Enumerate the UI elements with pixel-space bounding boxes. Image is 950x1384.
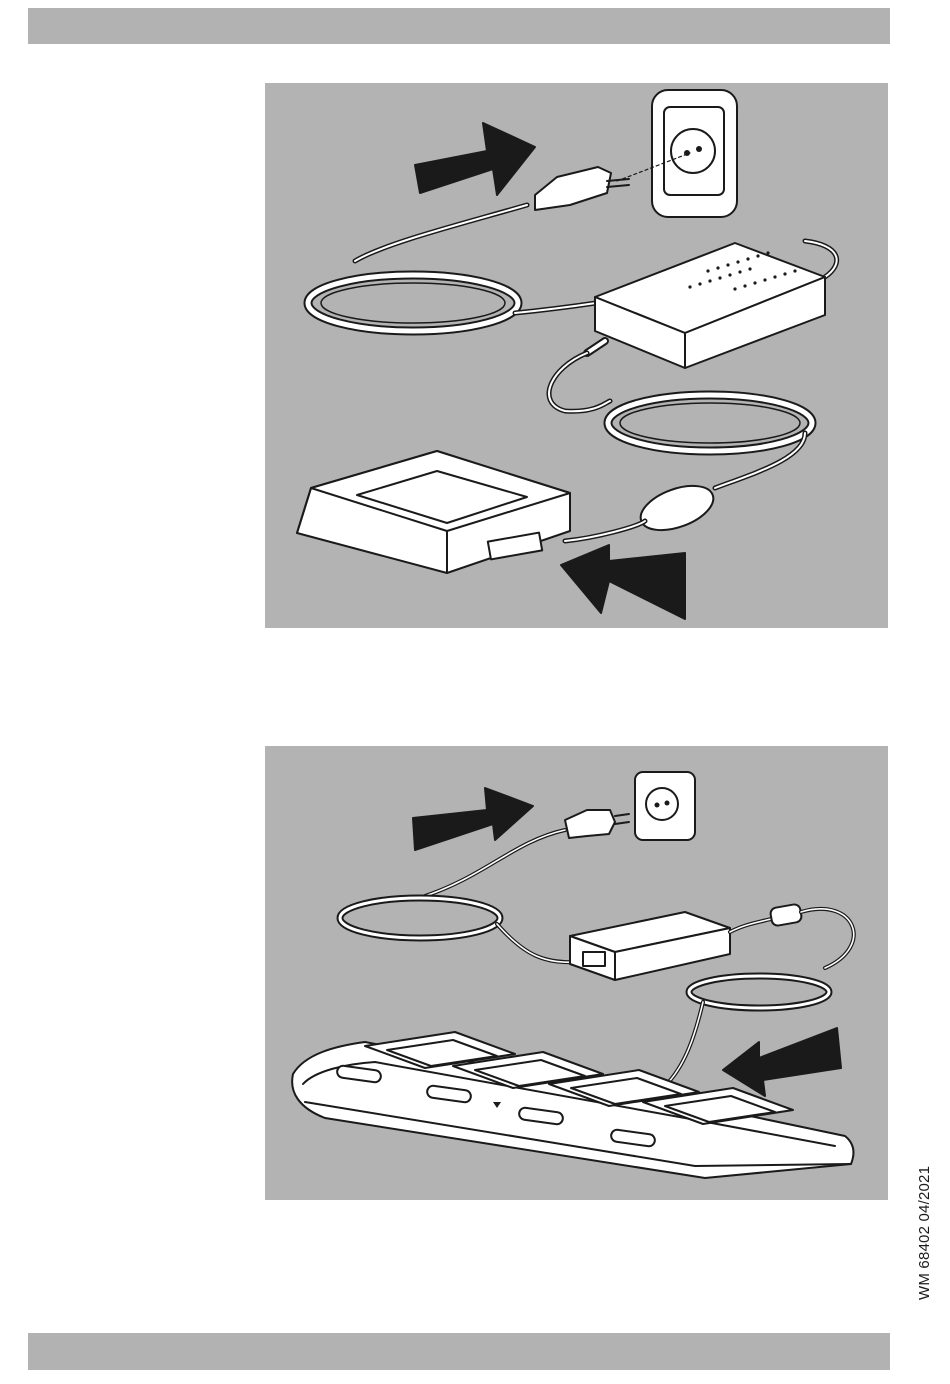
ferrite-core-icon (635, 477, 719, 539)
multi-charger-mains-connection-illustration (265, 746, 888, 1200)
arrow-icon (415, 123, 535, 195)
ferrite-core-icon (770, 904, 803, 927)
arrow-icon (723, 1028, 841, 1096)
arrow-icon (561, 545, 685, 619)
figure-single-charger (265, 83, 888, 628)
document-id: WM 68402 04/2021 (916, 1166, 933, 1300)
plug-icon (535, 167, 611, 210)
header-band (28, 8, 890, 44)
arrow-icon (413, 788, 533, 850)
single-charger-mains-connection-illustration (265, 83, 888, 628)
footer-band (28, 1333, 890, 1370)
plug-icon (565, 810, 615, 838)
figure-multi-charger (265, 746, 888, 1200)
